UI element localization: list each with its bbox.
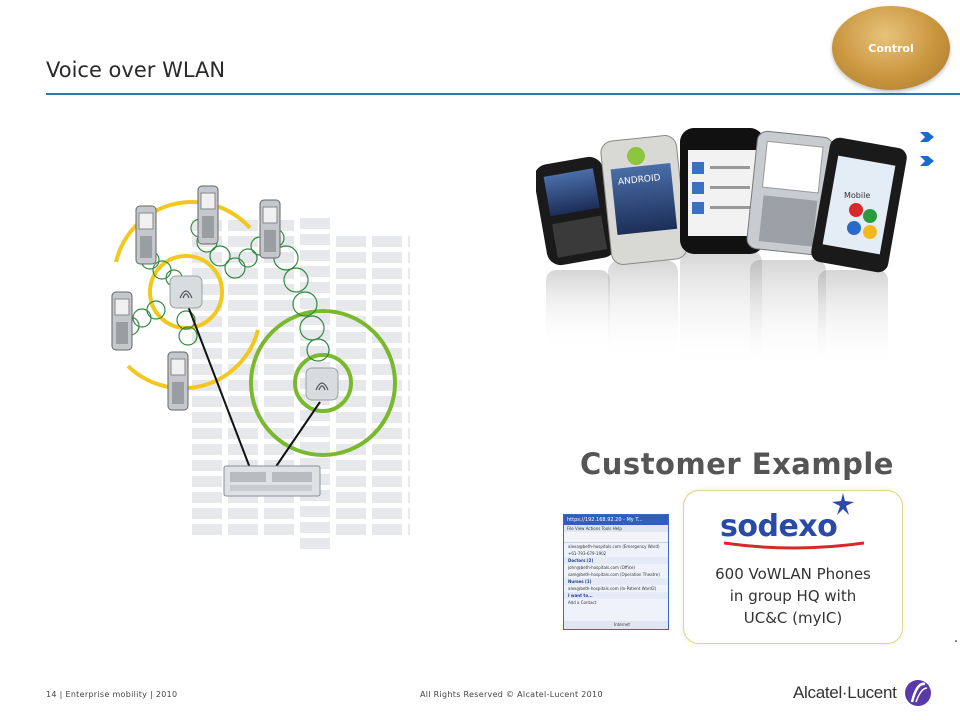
android-label: ANDROID xyxy=(618,173,662,187)
customer-description-line: UC&C (myIC) xyxy=(743,609,843,627)
decorative-dot xyxy=(955,640,957,642)
window-statusbar: Internet xyxy=(564,621,668,629)
contact-list-item[interactable]: john@beth-hospitals.com (Office) xyxy=(568,565,635,570)
control-badge-label: Control xyxy=(868,41,914,55)
contact-group-header[interactable]: I want to... xyxy=(564,592,668,599)
smartphones-montage: ANDROID Mobile xyxy=(536,128,907,370)
bullet-arrows xyxy=(920,132,934,180)
alcatel-lucent-logo: Alcatel·Lucent xyxy=(793,678,933,708)
customer-example-heading: Customer Example xyxy=(580,447,894,481)
server-switch-icon xyxy=(223,465,321,497)
mobile-phone-icon xyxy=(197,185,219,245)
footer-copyright: All Rights Reserved © Alcatel-Lucent 201… xyxy=(420,690,603,699)
sodexo-logo: sodexo xyxy=(720,509,838,544)
im-client-window: https://192.168.92.20 - My T... File Vie… xyxy=(563,514,669,630)
customer-description-line: in group HQ with xyxy=(729,587,857,605)
window-titlebar: https://192.168.92.20 - My T... xyxy=(564,515,668,525)
control-badge[interactable]: Control xyxy=(832,6,950,90)
customer-card: sodexo 600 VoWLAN Phones in group HQ wit… xyxy=(683,490,903,644)
contact-list-item[interactable]: alex@beth-hospitals.com (In-Patient Ward… xyxy=(568,586,657,591)
wifi-access-point-icon xyxy=(169,275,203,309)
windows-mobile-label: Mobile xyxy=(844,191,870,200)
customer-description-line: 600 VoWLAN Phones xyxy=(715,565,871,583)
star-icon xyxy=(832,493,854,515)
mobile-phone-icon xyxy=(536,156,617,266)
alcatel-lucent-logo-icon xyxy=(904,680,931,706)
title-divider xyxy=(46,93,960,95)
mobile-phone-icon xyxy=(111,291,133,351)
contact-list-item[interactable]: +61-793-679-1902 xyxy=(568,551,607,556)
slide-title: Voice over WLAN xyxy=(46,58,226,82)
wifi-access-point-icon xyxy=(305,367,339,401)
mobile-phone-icon xyxy=(680,128,764,254)
alcatel-lucent-wordmark: Alcatel·Lucent xyxy=(793,683,897,702)
window-toolbar xyxy=(564,532,668,543)
coverage-rings-green xyxy=(249,309,397,457)
contact-group-header[interactable]: Doctors (2) xyxy=(564,557,668,564)
phones-reflection xyxy=(546,250,888,370)
customer-description: 600 VoWLAN Phones in group HQ with UC&C … xyxy=(684,563,902,629)
contact-group-header[interactable]: Nurses (1) xyxy=(564,578,668,585)
contact-list: alexa@beth-hospitals.com (Emergency Ward… xyxy=(564,543,668,606)
mobile-phone-icon: Mobile xyxy=(811,137,907,273)
contact-list-item[interactable]: alexa@beth-hospitals.com (Emergency Ward… xyxy=(568,544,660,549)
coverage-rings-yellow xyxy=(114,200,260,391)
chevron-right-icon xyxy=(920,156,934,166)
sodexo-swoosh xyxy=(724,541,864,550)
wlan-network-diagram xyxy=(111,185,410,549)
mobile-phone-icon xyxy=(135,205,157,265)
mobile-phone-icon: ANDROID xyxy=(600,135,688,265)
chevron-right-icon xyxy=(920,132,934,142)
mobile-phone-icon xyxy=(167,351,189,411)
ethernet-cables xyxy=(187,305,321,469)
mobile-phone-icon xyxy=(746,130,834,256)
window-menubar: File View Actions Tools Help xyxy=(564,525,668,532)
footer-page-info: 14 | Enterprise mobility | 2010 xyxy=(46,690,178,699)
contact-list-item[interactable]: Add a Contact xyxy=(568,600,597,605)
contact-list-item[interactable]: sam@beth-hospitals.com (Operation Theatr… xyxy=(568,572,660,577)
mobile-phone-icon xyxy=(259,199,281,259)
